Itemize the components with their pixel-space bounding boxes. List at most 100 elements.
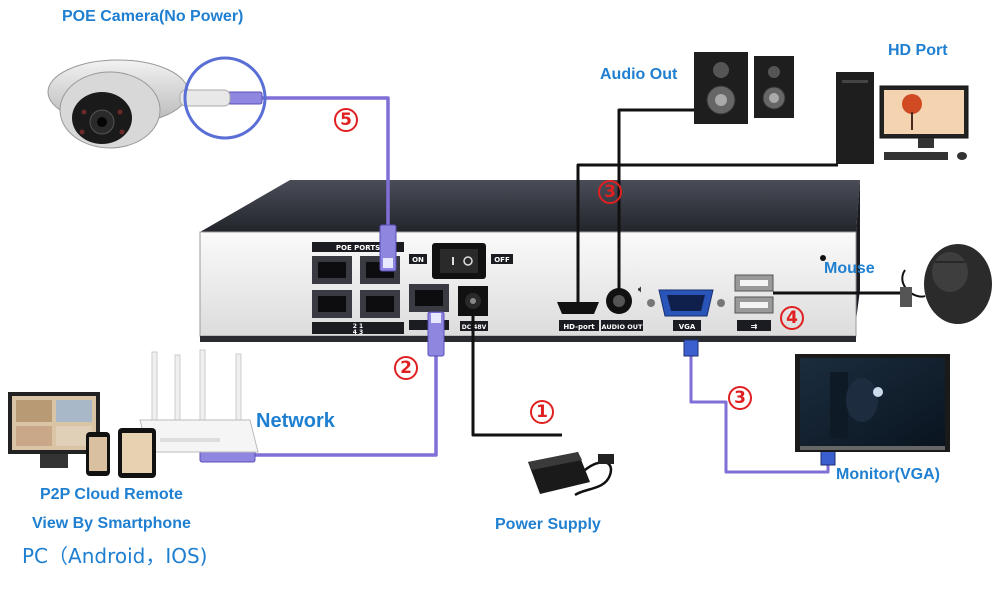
router-antenna-1 [151,351,158,423]
rj45-plug-nvr-top [379,224,397,272]
camera-ir-led-3 [79,129,85,135]
desktop-monitor-stand [40,454,68,468]
vga-screw-right [717,299,725,307]
hd-port-label-strip [559,320,599,331]
lan-port-jack [415,290,443,306]
marker-5: 5 [334,108,358,132]
mouse-label: Mouse [824,260,875,277]
on-label-strip [409,254,427,264]
power-cable [471,316,562,437]
tv-bottom-bezel [800,446,945,450]
screen-flashlight-glow [873,387,883,397]
audio-out-label: Audio Out [600,66,678,83]
camera-lens-center [97,117,107,127]
marker-4: 4 [780,306,804,330]
router-led-strip [160,438,220,442]
camera-ir-led-2 [117,109,123,115]
tablet-illustration [118,428,156,478]
power-switch-on-symbol [452,257,454,265]
vga-cable [689,355,830,474]
nvr-base [200,336,856,342]
tablet-screen [122,433,152,473]
audio-out-panel-label: AUDIO OUT [602,323,644,331]
poe-port-3-jack [318,296,346,312]
audio-cable [617,108,694,290]
off-label-strip [491,254,513,264]
router-antenna-2 [174,354,181,424]
camera-pigtail [179,89,231,107]
hd-port-panel-label: HD-port [563,323,595,331]
off-label: OFF [494,256,510,264]
hdmi-port [557,302,599,314]
monitor-label: Monitor(VGA) [836,466,940,483]
poe-port-number-strip [312,322,404,334]
poe-port-4-jack [366,296,394,312]
poe-port-numbers-bottom: 4 3 [353,329,363,336]
marker-3-bottom: 3 [728,386,752,410]
screen-person-figure [846,378,878,422]
nvr-recorder: POE PORTS 2 1 4 3 ON OFF [199,180,860,342]
usb-symbol-icon: ⇉ [751,322,758,331]
mouse-shell-highlight [932,252,968,292]
screen-doorway [830,372,848,438]
power-brick-top-face [528,452,582,470]
usb-port-bottom-tongue [740,302,768,308]
speaker-left-tweeter [713,62,729,78]
p2p-label-line2: View By Smartphone [32,515,191,532]
smartphone-illustration [86,432,110,476]
wallpaper-tree-trunk [911,112,913,130]
camera-view-tile-4 [56,426,92,446]
on-label: ON [412,256,424,264]
pc-tower-drive-bay [842,80,868,83]
speaker-symbol-icon: 🔈︎ [637,285,643,295]
audio-out-label-strip [601,320,643,331]
reset-hole [820,255,826,261]
camera-view-tile-2 [56,400,92,422]
speakers-illustration [694,52,794,124]
power-cord [574,461,613,497]
camera-ir-led-1 [81,109,87,115]
router-antenna-4 [235,353,242,427]
smartphone-screen [89,437,107,471]
vga-monitor-illustration [795,354,950,452]
camera-ir-led-4 [119,129,125,135]
vga-label-strip [673,320,701,331]
nvr-top-panel [200,180,860,232]
network-label: Network [256,410,335,432]
vga-panel-label: VGA [679,323,696,331]
p2p-label-line3: PC（Android，IOS) [22,544,208,568]
usb-label-strip [737,320,771,331]
poe-port-1-jack [318,262,346,278]
camera-view-tile-1 [16,400,52,422]
poe-ports-label: POE PORTS [336,244,380,252]
poe-camera-label: POE Camera(No Power) [62,8,244,25]
p2p-label-line1: P2P Cloud Remote [40,486,183,503]
poe-port-numbers-top: 2 1 [353,323,363,330]
usb-mouse-illustration [900,244,992,324]
power-supply-label: Power Supply [495,516,601,533]
audio-out-jack-socket [613,295,625,307]
mouse-usb-plug [900,287,912,307]
speaker-left-woofer-cap [715,94,727,106]
pc-illustration [836,72,969,164]
speaker-right-woofer-cap [769,93,779,103]
hd-cable [576,163,838,302]
vga-screw-left [647,299,655,307]
camera-cable [262,96,390,230]
wallpaper-tree-canopy [902,94,922,114]
usb-port-top-tongue [740,280,768,286]
dc-power-jack-pin [470,298,476,304]
poe-ports-banner [312,242,404,252]
power-switch-off-symbol [463,256,473,266]
network-cable [255,335,438,457]
router-illustration [139,349,259,453]
vga-plug-nvr [683,339,699,357]
cables [255,96,910,474]
camera-view-tile-3 [16,426,52,446]
pc-tower [836,72,874,164]
rj45-plug-camera-end [227,91,263,105]
power-cord-plug [598,454,614,464]
hd-port-label: HD Port [888,42,948,59]
